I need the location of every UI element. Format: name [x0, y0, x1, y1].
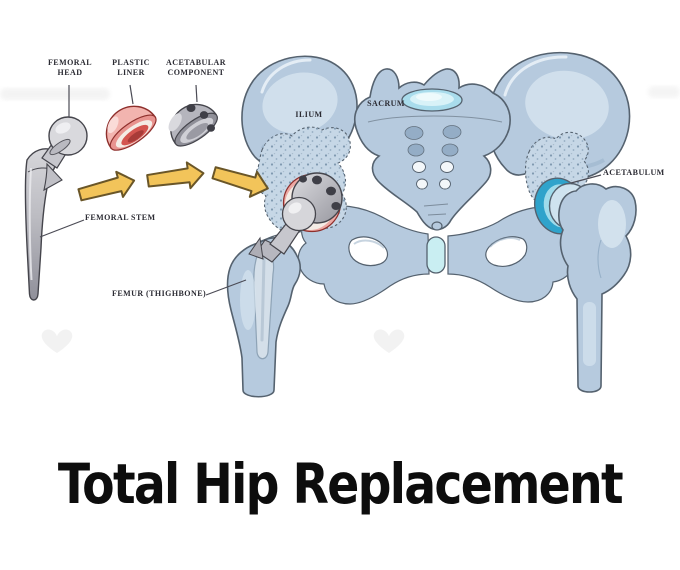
- implanted-hip-joint: [226, 126, 351, 398]
- leader-line: [129, 84, 134, 105]
- watermark-smudge: [648, 86, 680, 98]
- coccyx-tip: [431, 221, 443, 231]
- leader-line: [205, 279, 247, 296]
- right-femur: [558, 183, 637, 393]
- left-femur-implanted: [226, 232, 301, 398]
- leader-line: [570, 174, 602, 184]
- heart-watermark-icon: [373, 329, 405, 353]
- watermark-hearts: [0, 86, 680, 353]
- leader-line: [39, 219, 85, 238]
- page-title-text: Total Hip Replacement: [58, 452, 624, 516]
- arrow-right-icon: [146, 161, 205, 190]
- heart-watermark-icon: [41, 329, 73, 353]
- arrow-right-icon: [211, 166, 269, 198]
- label-acetabulum: ACETABULUM: [603, 168, 665, 177]
- stem-wing: [43, 162, 63, 192]
- assembly-arrows: [77, 161, 269, 202]
- label-ilium: ILIUM: [295, 110, 323, 119]
- watermark-smudge: [0, 88, 110, 100]
- pubic-symphysis: [426, 236, 446, 274]
- implanted-femoral-head: [281, 196, 317, 232]
- label-femoral-head: FEMORAL HEAD: [47, 58, 93, 78]
- label-femoral-stem: FEMORAL STEM: [85, 213, 156, 222]
- page-title: Total Hip Replacement: [0, 452, 680, 516]
- sacrum-bone: [354, 68, 511, 231]
- femoral-stem-implant-illustration: [24, 116, 88, 301]
- leader-line: [195, 84, 198, 103]
- natural-hip-joint: [524, 131, 637, 393]
- acetabular-component-illustration: [168, 103, 218, 147]
- hip-diagram-illustration: [0, 51, 680, 398]
- implant-wing: [248, 236, 264, 260]
- arrow-right-icon: [77, 170, 136, 202]
- pubic-arch-right: [447, 206, 577, 303]
- label-plastic-liner: PLASTIC LINER: [112, 58, 150, 78]
- label-acetabular-component: ACETABULAR COMPONENT: [166, 58, 226, 78]
- label-sacrum: SACRUM: [367, 99, 405, 108]
- label-leader-lines: [39, 84, 602, 296]
- label-femur-thighbone: FEMUR (THIGHBONE): [112, 289, 207, 298]
- plastic-liner-illustration: [105, 105, 157, 151]
- right-ilium: [487, 51, 631, 181]
